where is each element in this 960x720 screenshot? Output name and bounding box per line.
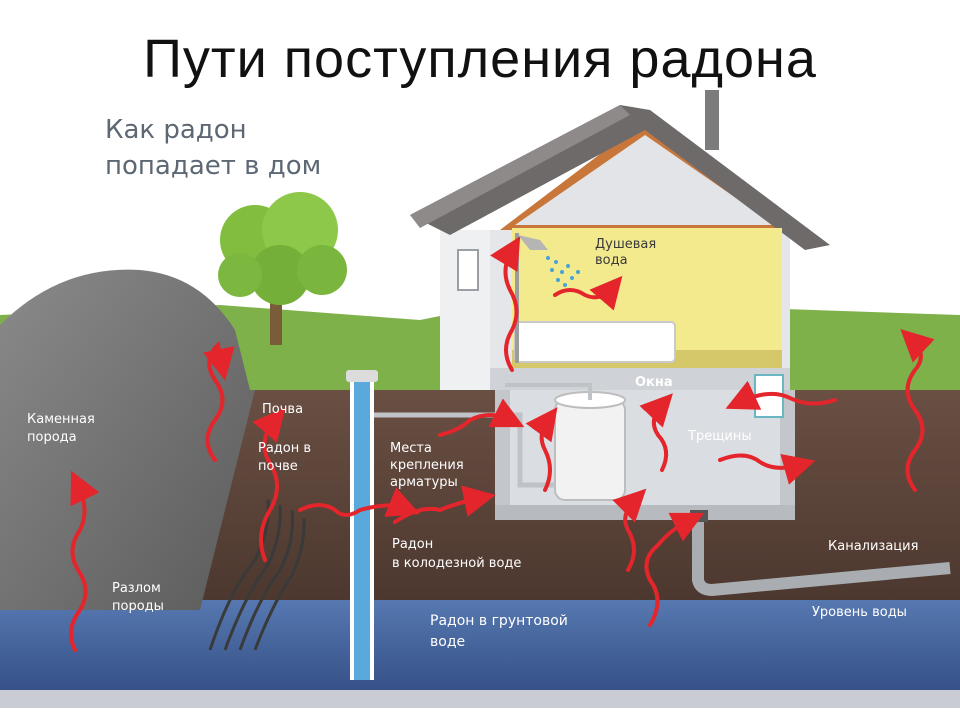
radon-arrows [69, 236, 935, 652]
label-ground-radon: Радон в грунтовой воде [430, 613, 572, 650]
diagram-heading: Как радон [105, 115, 247, 145]
well-casing-left [350, 375, 354, 680]
basement-floor [495, 505, 795, 520]
label-well-radon: Радон в колодезной воде [392, 537, 521, 571]
groundwater-layer [0, 600, 960, 695]
rock-formation [0, 269, 255, 610]
radon-arrow [718, 453, 816, 485]
rock-fault-lines [208, 499, 306, 651]
well-cap [346, 370, 378, 382]
label-cracks: Трещины [687, 429, 752, 444]
diagram-labels: Как радон попадает в дом Душевая вода Ок… [27, 115, 918, 650]
sewer-pipe [692, 515, 951, 597]
well-casing-right [370, 375, 374, 680]
label-rock: Каменная порода [27, 412, 99, 445]
shower-droplets [546, 256, 580, 287]
radon-arrow [553, 275, 623, 311]
radon-arrow [298, 487, 420, 517]
diagram-heading-2: попадает в дом [105, 151, 321, 181]
ground-base [0, 690, 960, 708]
attic-inner [515, 135, 775, 225]
radon-arrow [900, 329, 935, 492]
radon-arrow [69, 470, 100, 652]
radon-arrow [490, 236, 521, 372]
label-windows: Окна [635, 375, 673, 390]
radon-arrow [644, 512, 705, 627]
sewer-drain [690, 510, 708, 522]
roof-edge [410, 105, 630, 228]
radon-arrow [252, 407, 286, 562]
chimney [705, 90, 719, 150]
label-fault: Разлом породы [112, 581, 165, 614]
well-pipe [370, 412, 555, 488]
label-shower-water: Душевая вода [595, 237, 660, 268]
side-window [457, 249, 479, 291]
well-shaft [352, 375, 372, 680]
label-fittings: Места крепления арматуры [390, 441, 468, 490]
radon-arrow [438, 398, 525, 437]
slide-title: Пути поступления радона [143, 29, 817, 89]
bathtub [514, 321, 676, 363]
supply-pipe [505, 383, 592, 400]
label-soil: Почва [262, 402, 303, 417]
label-soil-radon: Радон в почве [258, 441, 315, 474]
label-water-level: Уровень воды [812, 605, 907, 620]
radon-arrow [612, 488, 647, 572]
shower-pipe [515, 233, 519, 363]
radon-arrow [393, 485, 496, 524]
radon-arrow [639, 393, 673, 472]
well [346, 370, 378, 680]
radon-arrow [203, 341, 235, 462]
basement-interior [510, 390, 780, 505]
water-tank [554, 399, 626, 501]
radon-arrow [525, 407, 558, 492]
radon-diagram: Как радон попадает в дом Душевая вода Ок… [0, 90, 960, 708]
tree [218, 192, 347, 345]
label-sewer: Канализация [828, 539, 918, 554]
shower-head [518, 235, 548, 250]
radon-arrow [725, 380, 837, 410]
